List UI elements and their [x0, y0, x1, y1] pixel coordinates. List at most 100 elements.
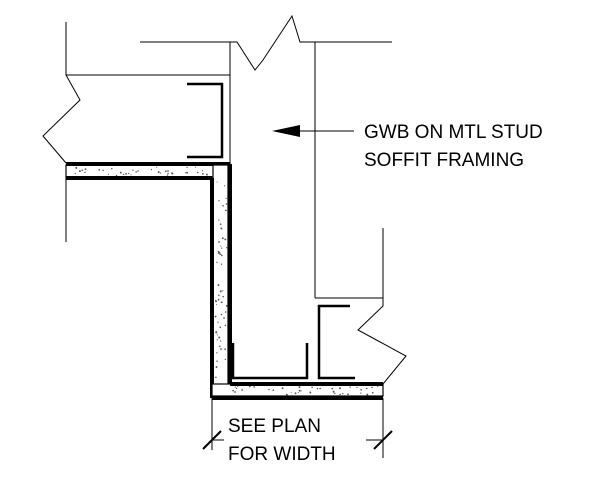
- gwb-speckle: [84, 171, 86, 174]
- gwb-speckle: [219, 345, 221, 347]
- gwb-speckle: [216, 261, 218, 264]
- gwb-speckle: [215, 376, 217, 379]
- gwb-speckle: [347, 393, 349, 396]
- gwb-speckle: [75, 166, 78, 169]
- gwb-speckle: [223, 317, 225, 319]
- gwb-speckle: [220, 313, 223, 316]
- gwb-speckle: [186, 166, 188, 169]
- note-see-plan-line-1: SEE PLAN: [228, 416, 321, 437]
- gwb-speckle: [156, 166, 158, 168]
- gwb-speckle: [125, 173, 127, 175]
- gwb-speckle: [294, 392, 297, 395]
- gwb-speckle: [339, 393, 341, 396]
- gwb-speckle: [128, 172, 130, 175]
- gwb-speckle: [220, 227, 223, 230]
- gwb-speckle: [339, 387, 341, 390]
- gwb-speckle: [164, 170, 167, 173]
- gwb-horizontal-top: [65, 162, 230, 180]
- gwb-speckle: [119, 171, 122, 174]
- gwb-speckle: [222, 204, 224, 207]
- gwb-speckle: [220, 348, 222, 350]
- note-gwb-line-2: SOFFIT FRAMING: [364, 150, 524, 171]
- gwb-speckle: [268, 388, 270, 391]
- gwb-speckle: [225, 209, 227, 212]
- gwb-speckle: [74, 172, 76, 175]
- gwb-speckle: [205, 173, 208, 176]
- gwb-speckle: [218, 200, 220, 202]
- gwb-speckle: [78, 170, 81, 173]
- width-dimension: [202, 398, 393, 466]
- gwb-speckle: [272, 389, 275, 392]
- gwb-speckle: [222, 290, 224, 292]
- gwb-speckle: [221, 237, 224, 240]
- gwb-speckle: [98, 169, 101, 171]
- note-see-plan-line-2: FOR WIDTH: [228, 444, 336, 465]
- gwb-speckle: [184, 172, 187, 174]
- gwb-speckle: [224, 238, 227, 241]
- gwb-speckle: [220, 254, 223, 257]
- gwb-speckle: [297, 391, 299, 394]
- gwb-speckle: [201, 170, 204, 172]
- gwb-speckle: [216, 334, 218, 336]
- gwb-speckle: [235, 387, 238, 390]
- bottom-metal-stud-left: [231, 343, 309, 380]
- gwb-speckle: [216, 352, 218, 354]
- gwb-speckle: [216, 360, 218, 362]
- gwb-speckle: [167, 170, 169, 172]
- gwb-speckle: [220, 245, 222, 247]
- gwb-speckle: [241, 389, 243, 391]
- gwb-speckle: [214, 315, 217, 318]
- gwb-speckle: [285, 393, 288, 396]
- gwb-speckle: [224, 324, 227, 327]
- gwb-vertical: [210, 164, 232, 398]
- gwb-speckle: [224, 348, 226, 351]
- gwb-speckle: [316, 387, 319, 390]
- gwb-speckle: [253, 386, 255, 388]
- gwb-speckle: [219, 290, 222, 293]
- gwb-speckle: [220, 263, 223, 265]
- gwb-speckle: [167, 172, 169, 175]
- gwb-speckle: [349, 386, 351, 388]
- gwb-horizontal-bottom: [211, 382, 384, 400]
- gwb-speckle: [222, 295, 224, 298]
- gwb-speckle: [186, 171, 189, 174]
- gwb-speckle: [102, 169, 104, 172]
- gwb-speckle: [219, 253, 222, 256]
- gwb-speckle: [371, 391, 374, 394]
- gwb-speckle: [201, 172, 204, 175]
- gwb-speckle: [216, 181, 218, 183]
- gwb-speckle: [365, 387, 368, 390]
- gwb-speckle: [215, 331, 218, 334]
- gwb-speckle: [166, 174, 169, 176]
- gwb-speckle: [132, 169, 134, 171]
- gwb-speckle: [217, 298, 220, 301]
- gwb-speckle: [232, 389, 234, 392]
- left-wall: [42, 22, 230, 242]
- gwb-speckle: [215, 366, 218, 369]
- gwb-speckle: [130, 174, 132, 176]
- gwb-speckle: [371, 386, 373, 389]
- gwb-speckle: [298, 389, 301, 392]
- right-wall: [357, 228, 407, 458]
- gwb-speckle: [331, 387, 334, 390]
- gwb-speckle: [298, 386, 301, 389]
- gwb-speckle: [135, 171, 137, 173]
- bottom-metal-stud-right: [317, 304, 355, 380]
- gwb-speckle: [300, 390, 302, 392]
- gwb-speckle: [221, 247, 223, 249]
- top-metal-stud: [187, 82, 224, 159]
- gwb-speckle: [224, 311, 227, 313]
- gwb-speckle: [159, 172, 162, 174]
- gwb-speckle: [137, 170, 139, 172]
- gwb-speckle: [217, 251, 220, 253]
- gwb-speckle: [226, 247, 228, 249]
- gwb-speckle: [248, 385, 251, 388]
- gwb-speckle: [219, 326, 222, 329]
- gwb-speckle: [150, 168, 153, 171]
- gwb-speckle: [81, 169, 84, 172]
- gwb-speckle: [223, 185, 226, 187]
- gwb-speckle: [290, 391, 292, 393]
- framing-reference-lines: [229, 42, 383, 299]
- gwb-speckle: [195, 166, 197, 168]
